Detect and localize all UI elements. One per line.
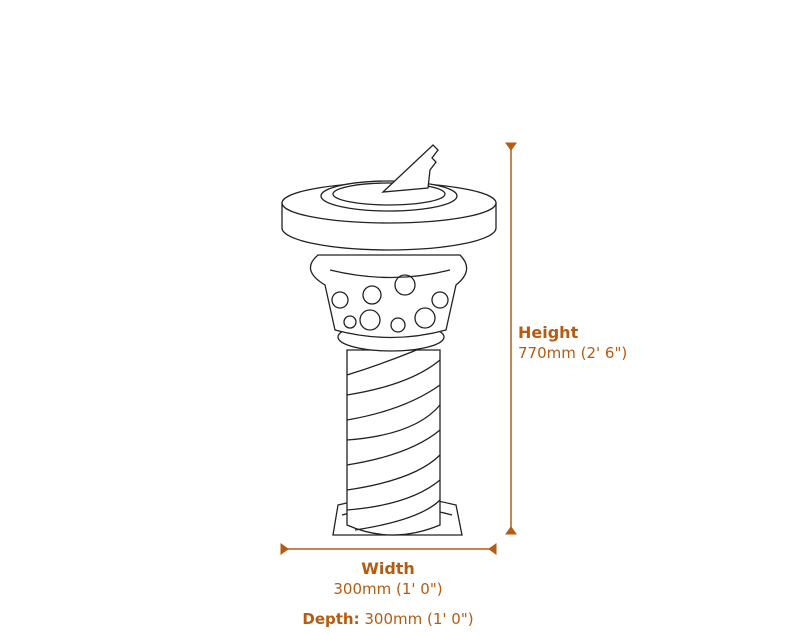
width-value: 300mm (1' 0"): [333, 580, 443, 598]
corinthian-capital: [309, 254, 468, 339]
pedestal-illustration: [281, 144, 497, 536]
height-value: 770mm (2' 6"): [518, 344, 628, 362]
depth-value: 300mm (1' 0"): [364, 610, 474, 628]
height-label: Height: [518, 323, 579, 342]
depth-dimension: Depth: 300mm (1' 0"): [302, 610, 473, 628]
gnomon: [381, 144, 439, 193]
width-label: Width: [361, 559, 415, 578]
dimension-lines: [280, 142, 517, 555]
twisted-column: [346, 349, 441, 536]
depth-label: Depth:: [302, 610, 360, 628]
